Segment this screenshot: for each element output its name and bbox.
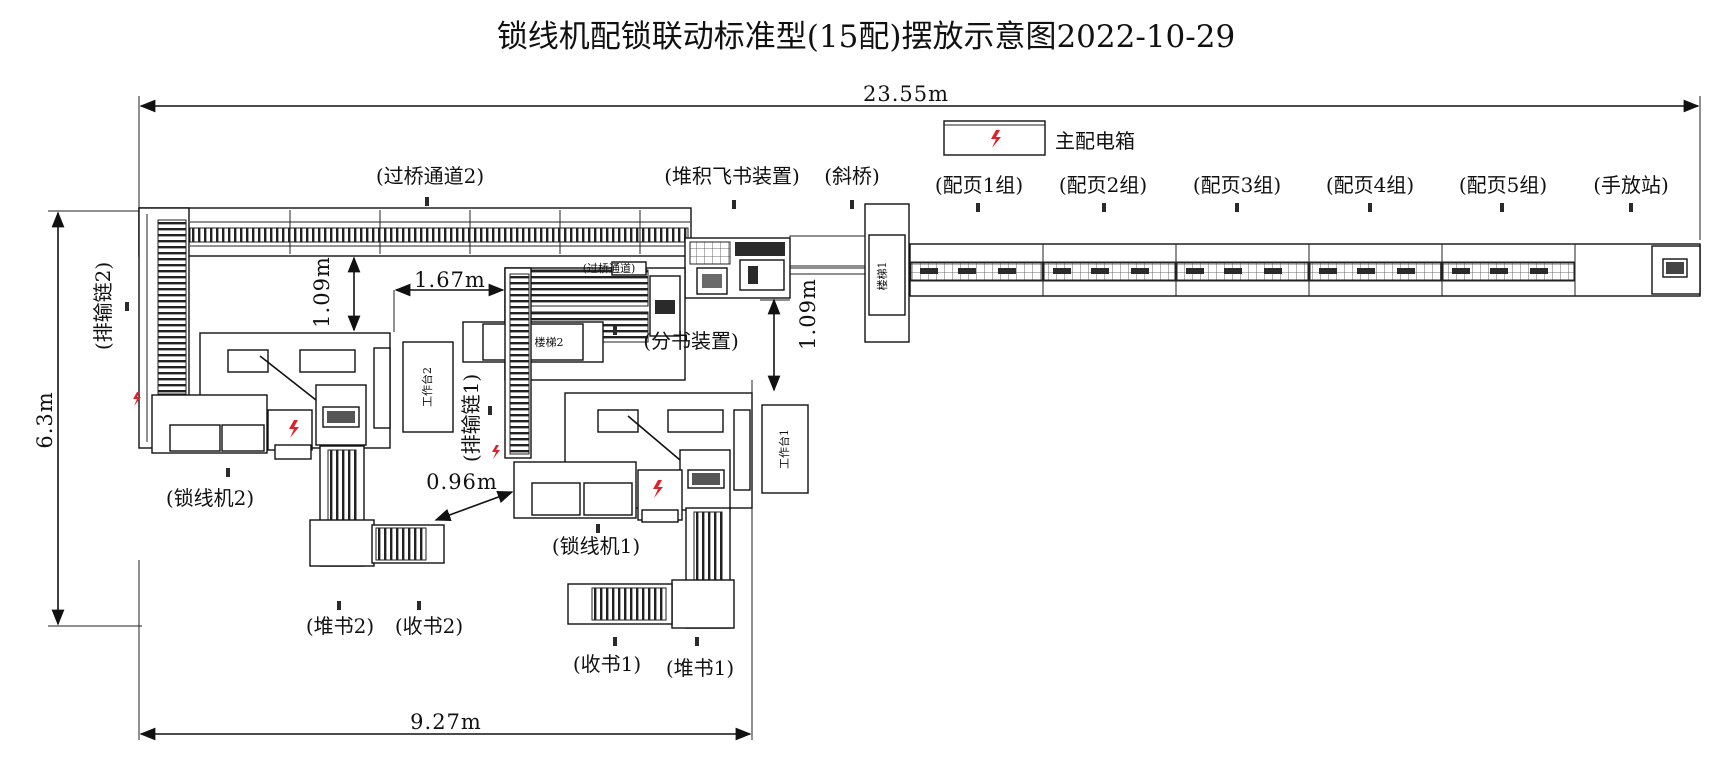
label-stack1: (堆书1) bbox=[666, 656, 734, 680]
sewing-machine-1 bbox=[513, 392, 753, 629]
label-sewing2: (锁线机2) bbox=[166, 486, 254, 510]
bench2-label: 工作台2 bbox=[420, 367, 434, 407]
label-bridge2: (过桥通道2) bbox=[376, 164, 484, 188]
workbench-2: 工作台2 bbox=[402, 341, 454, 433]
sewing-machine-2 bbox=[151, 332, 445, 567]
electric-icon-conveyor1 bbox=[492, 445, 500, 459]
dim-gap-horizontal-label: 1.67m bbox=[414, 268, 486, 292]
label-conveyor2: (排输链2) bbox=[91, 262, 115, 350]
label-receive1: (收书1) bbox=[573, 652, 641, 676]
label-conveyor1: (排输链1) bbox=[459, 374, 483, 462]
dim-bottom-width-label: 9.27m bbox=[410, 710, 482, 734]
main-electric-panel: 主配电箱 bbox=[943, 120, 1135, 156]
collating-group-1 bbox=[910, 262, 1043, 281]
dim-gap-vertical-left-label: 1.09m bbox=[310, 256, 334, 328]
dim-gap-small: 0.96m bbox=[426, 470, 514, 522]
label-group1: (配页1组) bbox=[935, 173, 1023, 197]
workbench-1: 工作台1 bbox=[761, 404, 809, 494]
electric-icon-sewing1 bbox=[653, 480, 663, 498]
stair2-label: 楼梯2 bbox=[535, 335, 564, 349]
label-slope-bridge: (斜桥) bbox=[824, 164, 880, 188]
label-receive2: (收书2) bbox=[395, 614, 463, 638]
label-group2: (配页2组) bbox=[1059, 173, 1147, 197]
electric-icon-conveyor2 bbox=[133, 392, 141, 406]
label-group3: (配页3组) bbox=[1193, 173, 1281, 197]
page-title: 锁线机配锁联动标准型(15配)摆放示意图2022-10-29 bbox=[497, 19, 1235, 55]
label-group4: (配页4组) bbox=[1326, 173, 1414, 197]
label-manual-station: (手放站) bbox=[1593, 173, 1669, 197]
collating-group-3 bbox=[1176, 262, 1309, 281]
label-stack2: (堆书2) bbox=[306, 614, 374, 638]
dim-height: 6.3m bbox=[33, 210, 142, 627]
label-bridge-small: (过桥通道) bbox=[583, 261, 636, 275]
dim-height-label: 6.3m bbox=[33, 391, 57, 448]
dim-gap-vertical-left: 1.09m bbox=[310, 256, 361, 332]
dim-total-length-label: 23.55m bbox=[863, 82, 949, 106]
label-group5: (配页5组) bbox=[1459, 173, 1547, 197]
electric-icon-sewing2 bbox=[289, 420, 299, 438]
conveyor-chain-1 bbox=[492, 267, 532, 459]
collating-group-4 bbox=[1309, 262, 1442, 281]
stair-1: 楼梯1 bbox=[864, 203, 910, 343]
dim-gap-horizontal: 1.67m bbox=[393, 268, 505, 332]
label-split-device: (分书装置) bbox=[643, 329, 739, 353]
collating-group-5 bbox=[1442, 262, 1575, 281]
bridge-channel-2 bbox=[138, 207, 692, 257]
electric-icon bbox=[991, 130, 1001, 148]
dim-gap-vertical-right-label: 1.09m bbox=[796, 278, 820, 350]
dim-gap-small-label: 0.96m bbox=[426, 470, 498, 494]
bench1-label: 工作台1 bbox=[777, 429, 791, 469]
top-labels: (过桥通道2) (堆积飞书装置) (斜桥) (配页1组) (配页2组) (配页3… bbox=[376, 164, 1669, 212]
manual-station bbox=[1651, 245, 1701, 295]
stair-2: 楼梯2 bbox=[462, 321, 604, 363]
slope-bridge-link bbox=[789, 235, 866, 267]
main-panel-label: 主配电箱 bbox=[1055, 129, 1135, 153]
conveyor-chain-2 bbox=[133, 207, 190, 449]
stack-fly-device bbox=[684, 237, 791, 299]
stair1-label: 楼梯1 bbox=[875, 262, 889, 291]
dim-gap-vertical-right: 1.09m bbox=[760, 278, 820, 392]
label-sewing1: (锁线机1) bbox=[552, 534, 640, 558]
dim-total-length: 23.55m bbox=[138, 82, 1701, 240]
collating-group-2 bbox=[1043, 262, 1176, 281]
label-stack-fly: (堆积飞书装置) bbox=[664, 164, 800, 188]
collating-line bbox=[909, 243, 1701, 297]
